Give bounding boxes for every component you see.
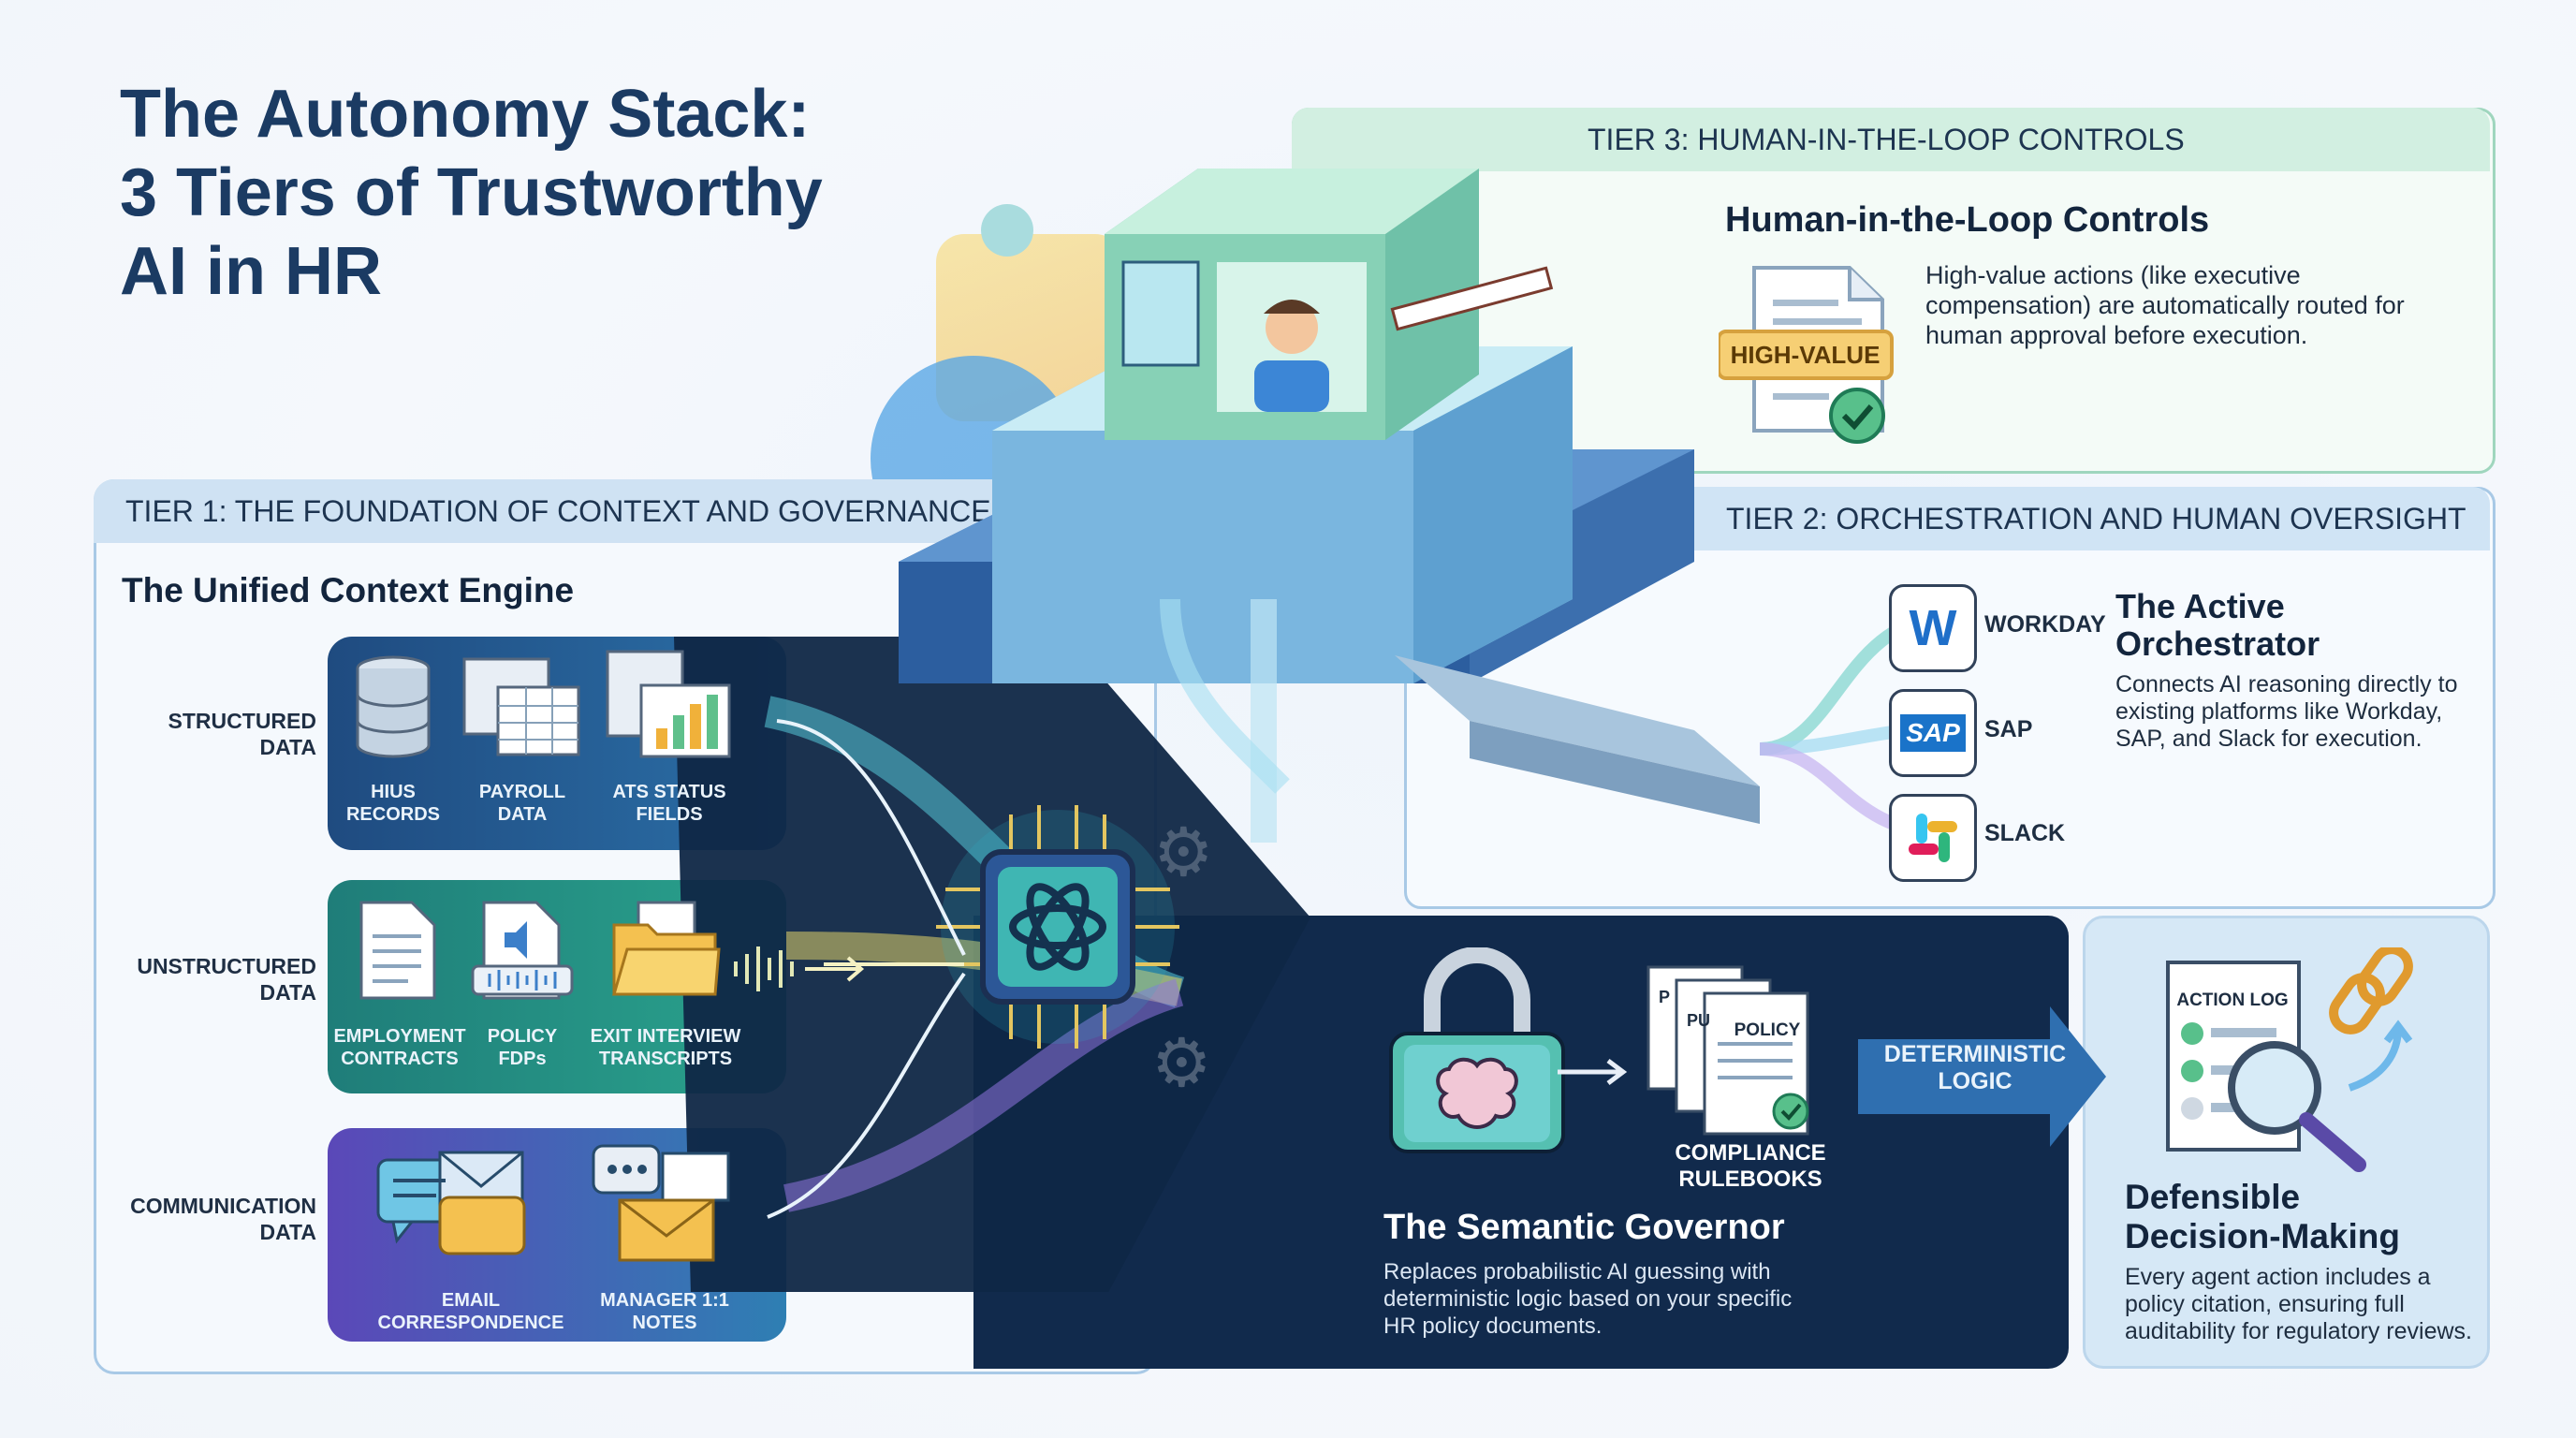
title-line-3: AI in HR: [120, 234, 382, 309]
policy-doc-label-pu: PU: [1687, 1011, 1711, 1030]
item-label-ats-status-fields: ATS STATUS FIELDS: [612, 782, 726, 825]
defensible-body: Every agent action includes a policy cit…: [2125, 1264, 2472, 1344]
deterministic-logic-label: DETERMINISTIC LOGIC: [1883, 1041, 2067, 1094]
slack-logo-icon: [1889, 794, 1977, 882]
gear-icon: ⚙: [1153, 815, 1214, 890]
payroll-spreadsheet-icon: [462, 657, 580, 756]
platform-label-sap: SAP: [1984, 716, 2033, 742]
governor-body: Replaces probabilistic AI guessing with …: [1383, 1259, 1793, 1339]
item-label-policy-fdps: POLICY FDPs: [487, 1026, 558, 1069]
row-label-unstructured: UNSTRUCTURED DATA: [137, 954, 316, 1005]
contract-document-icon: [359, 901, 436, 1000]
gear-icon: ⚙: [1151, 1026, 1212, 1101]
database-icon: [356, 655, 431, 758]
action-log-icon: [2166, 947, 2413, 1172]
soundwave-icon: [734, 946, 865, 991]
item-label-email-correspondence: EMAIL CORRESPONDENCE: [377, 1290, 564, 1333]
compliance-rulebooks-label: COMPLIANCE RULEBOOKS: [1675, 1140, 1826, 1192]
policy-doc-label: POLICY: [1734, 1020, 1801, 1040]
bg-dot-teal: [981, 204, 1033, 257]
sap-logo-text: SAP: [1900, 714, 1966, 752]
tier3-body: High-value actions (like executive compe…: [1925, 261, 2405, 349]
ats-chart-icon: [606, 650, 731, 758]
tier2-body: Connects AI reasoning directly to existi…: [2115, 671, 2458, 752]
platform-label-slack: SLACK: [1984, 820, 2066, 846]
row-label-structured: STRUCTURED DATA: [168, 709, 316, 759]
defensible-heading: Defensible Decision-Making: [2125, 1178, 2400, 1255]
sap-logo-icon: SAP: [1889, 689, 1977, 777]
action-log-label: ACTION LOG: [2176, 990, 2289, 1010]
item-label-employment-contracts: EMPLOYMENT CONTRACTS: [333, 1026, 466, 1069]
high-value-badge: HIGH-VALUE: [1730, 341, 1881, 369]
policy-documents-icon: [1647, 965, 1809, 1136]
title-line-2: 3 Tiers of Trustworthy: [120, 155, 823, 230]
approval-document-icon: [1719, 266, 1894, 444]
title-line-1: The Autonomy Stack:: [120, 77, 811, 152]
item-label-hius-records: HIUS RECORDS: [345, 782, 440, 825]
row-label-communication: COMMUNICATION DATA: [130, 1194, 316, 1244]
arrow-to-rulebooks-icon: [1558, 1059, 1628, 1085]
item-label-payroll-data: PAYROLL DATA: [478, 782, 566, 825]
autonomy-tower-illustration: [899, 169, 1760, 843]
item-label-manager-notes: MANAGER 1:1 NOTES: [600, 1290, 729, 1333]
tier1-header: TIER 1: THE FOUNDATION OF CONTEXT AND GO…: [94, 479, 1151, 543]
slack-hash-icon: [1909, 814, 1957, 862]
workday-logo-icon: W: [1889, 584, 1977, 672]
tier2-heading: The Active Orchestrator: [2115, 587, 2320, 663]
tier3-heading: Human-in-the-Loop Controls: [1725, 200, 2210, 240]
brain-lock-icon: [1389, 947, 1565, 1153]
notes-envelope-icon: [592, 1144, 730, 1262]
tier1-heading: The Unified Context Engine: [122, 571, 575, 609]
folder-icon: [612, 901, 721, 996]
email-chat-icon: [376, 1151, 526, 1255]
policy-doc-label-p: P: [1659, 988, 1671, 1006]
tier3-header: TIER 3: HUMAN-IN-THE-LOOP CONTROLS: [1292, 108, 2490, 171]
flow-arrows: [767, 719, 966, 1219]
deterministic-logic-arrow: [1858, 1006, 2106, 1147]
page-title: The Autonomy Stack: 3 Tiers of Trustwort…: [120, 75, 962, 311]
item-label-exit-interview-transcripts: EXIT INTERVIEW TRANSCRIPTS: [590, 1026, 741, 1069]
platform-label-workday: WORKDAY: [1984, 611, 2106, 638]
audio-document-icon: [471, 901, 574, 1000]
governor-heading: The Semantic Governor: [1383, 1208, 1785, 1247]
